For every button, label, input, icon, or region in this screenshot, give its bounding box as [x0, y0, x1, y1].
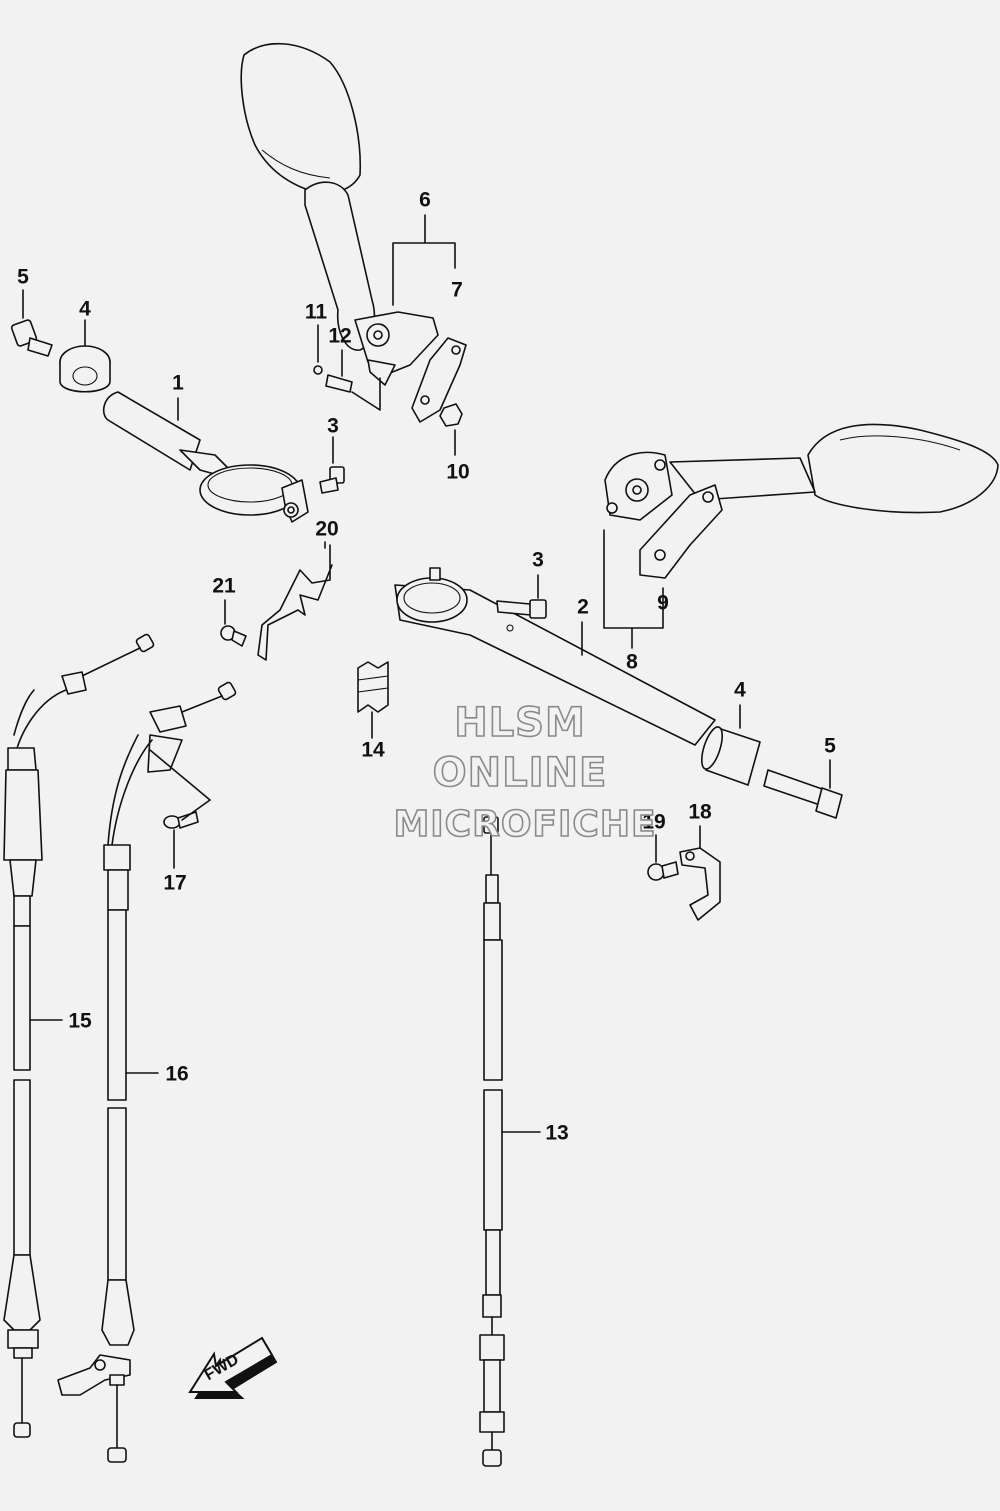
callout-4a: 4 [79, 297, 91, 321]
right-handlebar [394, 567, 716, 746]
screw-17 [163, 811, 199, 829]
left-mirror [240, 42, 439, 386]
callout-4b: 4 [734, 678, 746, 702]
mirror-gasket-9 [639, 484, 723, 579]
screw-11-12 [313, 365, 353, 393]
leader-17 [149, 749, 211, 869]
bar-end-screw-right [763, 769, 843, 819]
clamp-bolt-3a [319, 466, 345, 494]
callout-20: 20 [315, 517, 339, 541]
callout-21: 21 [212, 574, 236, 598]
clutch-cable-13 [479, 816, 505, 1467]
callout-12: 12 [328, 324, 352, 348]
callout-10: 10 [446, 460, 470, 484]
bar-end-weight-left [59, 345, 111, 393]
nut-10 [439, 403, 463, 427]
mirror-gasket-7 [411, 337, 467, 423]
callout-9: 9 [657, 591, 669, 615]
callout-5a: 5 [17, 265, 29, 289]
watermark-line-2: ONLINE [432, 750, 608, 796]
callout-13: 13 [545, 1121, 569, 1145]
callout-3a: 3 [327, 414, 339, 438]
bar-end-screw-left [10, 319, 53, 357]
leader-8-9 [603, 529, 664, 649]
callout-16: 16 [165, 1062, 189, 1086]
clamp-bolt-3b [496, 599, 547, 619]
callout-3b: 3 [532, 548, 544, 572]
callout-18: 18 [688, 800, 712, 824]
callout-11: 11 [304, 300, 328, 324]
throttle-cable-15 [3, 633, 155, 1438]
callout-15: 15 [68, 1009, 92, 1033]
bracket-18 [679, 847, 721, 921]
watermark-line-1: HLSM [453, 700, 586, 746]
callout-7: 7 [451, 278, 463, 302]
clip-20 [257, 544, 333, 661]
leader-12-frame [351, 377, 381, 411]
right-mirror [604, 423, 999, 521]
callout-1: 1 [172, 371, 184, 395]
left-handlebar [102, 391, 309, 523]
leader-6-7 [392, 214, 456, 306]
screw-21 [220, 625, 247, 647]
damper-14 [357, 661, 389, 713]
callout-17: 17 [163, 871, 187, 895]
callout-14: 14 [361, 738, 385, 762]
callout-5b: 5 [824, 734, 836, 758]
bar-end-weight-right [700, 726, 761, 786]
throttle-cable-16 [57, 681, 237, 1463]
callout-2: 2 [577, 595, 589, 619]
callout-6: 6 [419, 188, 431, 212]
watermark-line-3: MICROFICHE [393, 804, 657, 845]
callout-19: 19 [642, 810, 666, 834]
callout-8: 8 [626, 650, 638, 674]
screw-19 [647, 861, 679, 881]
fwd-arrow-icon [188, 1336, 278, 1399]
